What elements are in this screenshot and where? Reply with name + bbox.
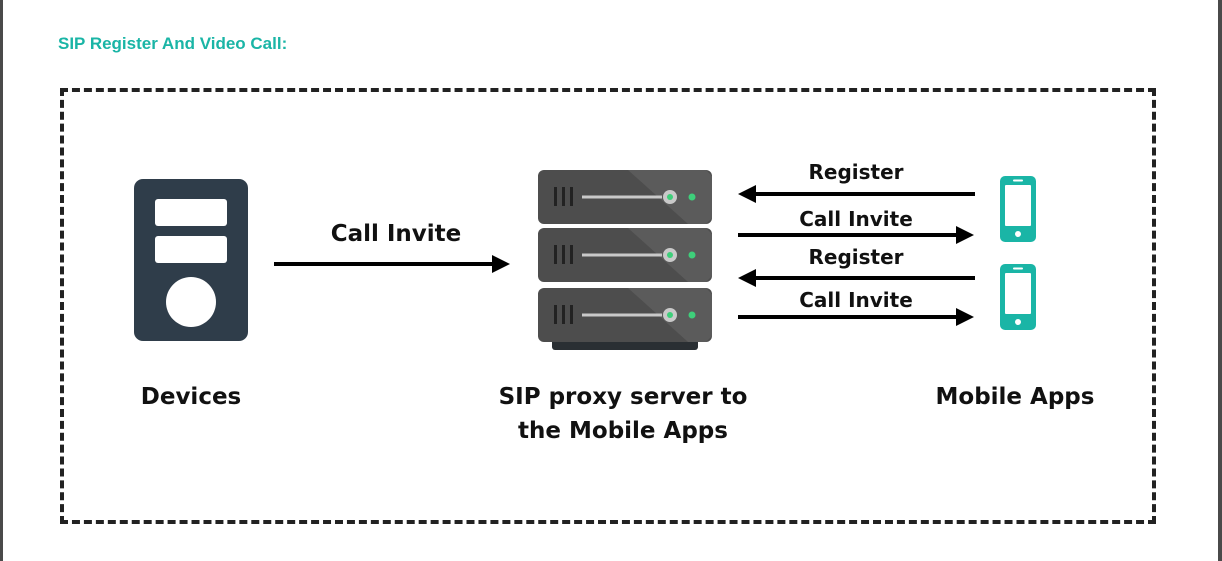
phone2-call-invite-label: Call Invite	[799, 288, 913, 312]
device-call-invite-label: Call Invite	[330, 221, 462, 247]
server-label: SIP proxy server to the Mobile Apps	[473, 380, 773, 448]
smartphone-icon	[1000, 176, 1036, 242]
diagram-frame	[60, 88, 1156, 524]
device-call-invite-arrow	[274, 255, 510, 273]
page-border-right	[1218, 0, 1222, 561]
phone2-register-arrow	[738, 269, 975, 287]
section-title: SIP Register And Video Call:	[58, 34, 288, 53]
server-label-line1: SIP proxy server to	[498, 384, 748, 410]
server-rack-icon	[538, 170, 712, 350]
phone1-call-invite-label: Call Invite	[799, 207, 913, 231]
page-border-left	[0, 0, 3, 561]
tower-device-icon	[134, 179, 248, 341]
server-label-line2: the Mobile Apps	[518, 418, 728, 444]
phone1-register-arrow	[738, 185, 975, 203]
smartphone-icon	[1000, 264, 1036, 330]
phone1-register-label: Register	[808, 160, 904, 184]
phone2-call-invite-arrow	[738, 308, 974, 326]
devices-label: Devices	[140, 384, 242, 410]
mobile-apps-label: Mobile Apps	[935, 384, 1095, 410]
phone2-register-label: Register	[808, 245, 904, 269]
phone1-call-invite-arrow	[738, 226, 974, 244]
